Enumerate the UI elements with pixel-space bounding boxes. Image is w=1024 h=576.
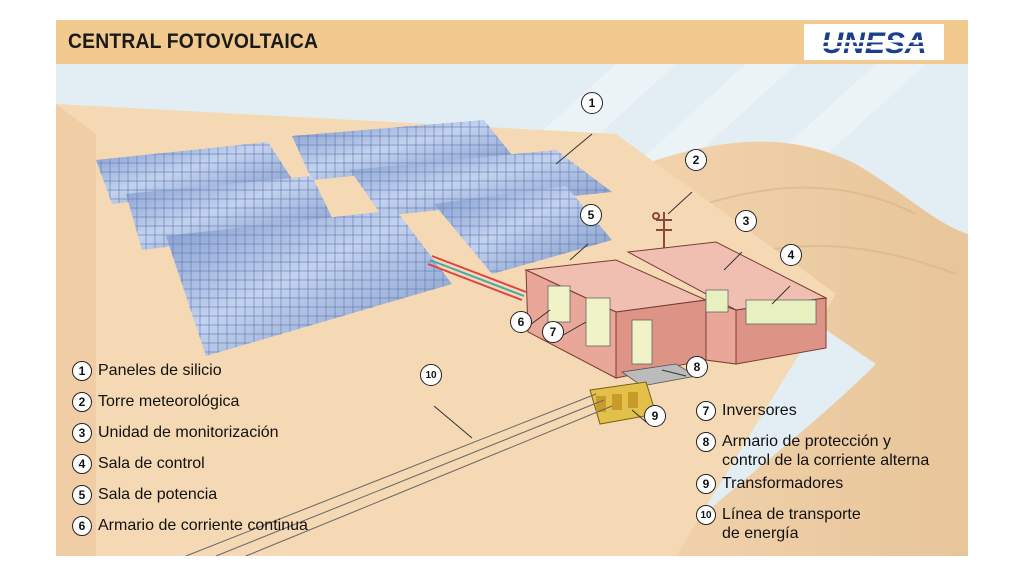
legend-item-9: 9 Transformadores bbox=[696, 474, 843, 494]
legend-label: Línea de transporte de energía bbox=[722, 506, 861, 542]
legend-label: Paneles de silicio bbox=[98, 362, 222, 379]
legend-item-3: 3 Unidad de monitorización bbox=[72, 423, 279, 443]
legend-item-7: 7 Inversores bbox=[696, 401, 797, 421]
legend-label: Armario de corriente continua bbox=[98, 517, 308, 534]
callout-7: 7 bbox=[542, 321, 564, 343]
weather-tower bbox=[652, 212, 672, 254]
legend-label: Armario de protección y control de la co… bbox=[722, 433, 930, 469]
legend-item-2: 2 Torre meteorológica bbox=[72, 392, 239, 412]
callout-10: 10 bbox=[420, 364, 442, 386]
legend-number: 5 bbox=[72, 485, 92, 505]
callout-8: 8 bbox=[686, 356, 708, 378]
legend-number: 6 bbox=[72, 516, 92, 536]
solar-panels bbox=[96, 120, 612, 356]
legend-number: 2 bbox=[72, 392, 92, 412]
header-bar: CENTRAL FOTOVOLTAICA UNESA bbox=[56, 20, 968, 64]
callout-9: 9 bbox=[644, 405, 666, 427]
legend-item-4: 4 Sala de control bbox=[72, 454, 205, 474]
legend-label: Sala de potencia bbox=[98, 486, 218, 503]
legend-label: Torre meteorológica bbox=[98, 393, 240, 410]
transmission-lines bbox=[185, 393, 613, 556]
callout-4: 4 bbox=[780, 244, 802, 266]
callout-5: 5 bbox=[580, 204, 602, 226]
control-room-building bbox=[626, 241, 828, 365]
callout-1: 1 bbox=[581, 92, 603, 114]
callout-3: 3 bbox=[735, 210, 757, 232]
legend-number: 4 bbox=[72, 454, 92, 474]
legend-label: Sala de control bbox=[98, 455, 205, 472]
callout-6: 6 bbox=[510, 311, 532, 333]
callout-2: 2 bbox=[685, 149, 707, 171]
legend-item-1: 1 Paneles de silicio bbox=[72, 361, 222, 381]
legend-item-8: 8 Armario de protección y control de la c… bbox=[696, 432, 929, 470]
diagram-frame: CENTRAL FOTOVOLTAICA UNESA bbox=[56, 20, 968, 556]
legend-number: 10 bbox=[696, 505, 716, 525]
legend-label: Unidad de monitorización bbox=[98, 424, 279, 441]
legend-item-6: 6 Armario de corriente continua bbox=[72, 516, 308, 536]
diagram-title: CENTRAL FOTOVOLTAICA bbox=[68, 30, 319, 53]
unesa-logo: UNESA bbox=[804, 24, 944, 60]
logo-text: UNESA bbox=[821, 27, 926, 60]
legend-number: 9 bbox=[696, 474, 716, 494]
legend-number: 1 bbox=[72, 361, 92, 381]
legend-item-10: 10 Línea de transporte de energía bbox=[696, 505, 861, 543]
dc-cables bbox=[427, 255, 527, 301]
legend-number: 8 bbox=[696, 432, 716, 452]
legend-number: 7 bbox=[696, 401, 716, 421]
legend-number: 3 bbox=[72, 423, 92, 443]
legend-label: Transformadores bbox=[722, 475, 844, 492]
legend-item-5: 5 Sala de potencia bbox=[72, 485, 217, 505]
plant-illustration bbox=[56, 64, 968, 556]
legend-label: Inversores bbox=[722, 402, 797, 419]
